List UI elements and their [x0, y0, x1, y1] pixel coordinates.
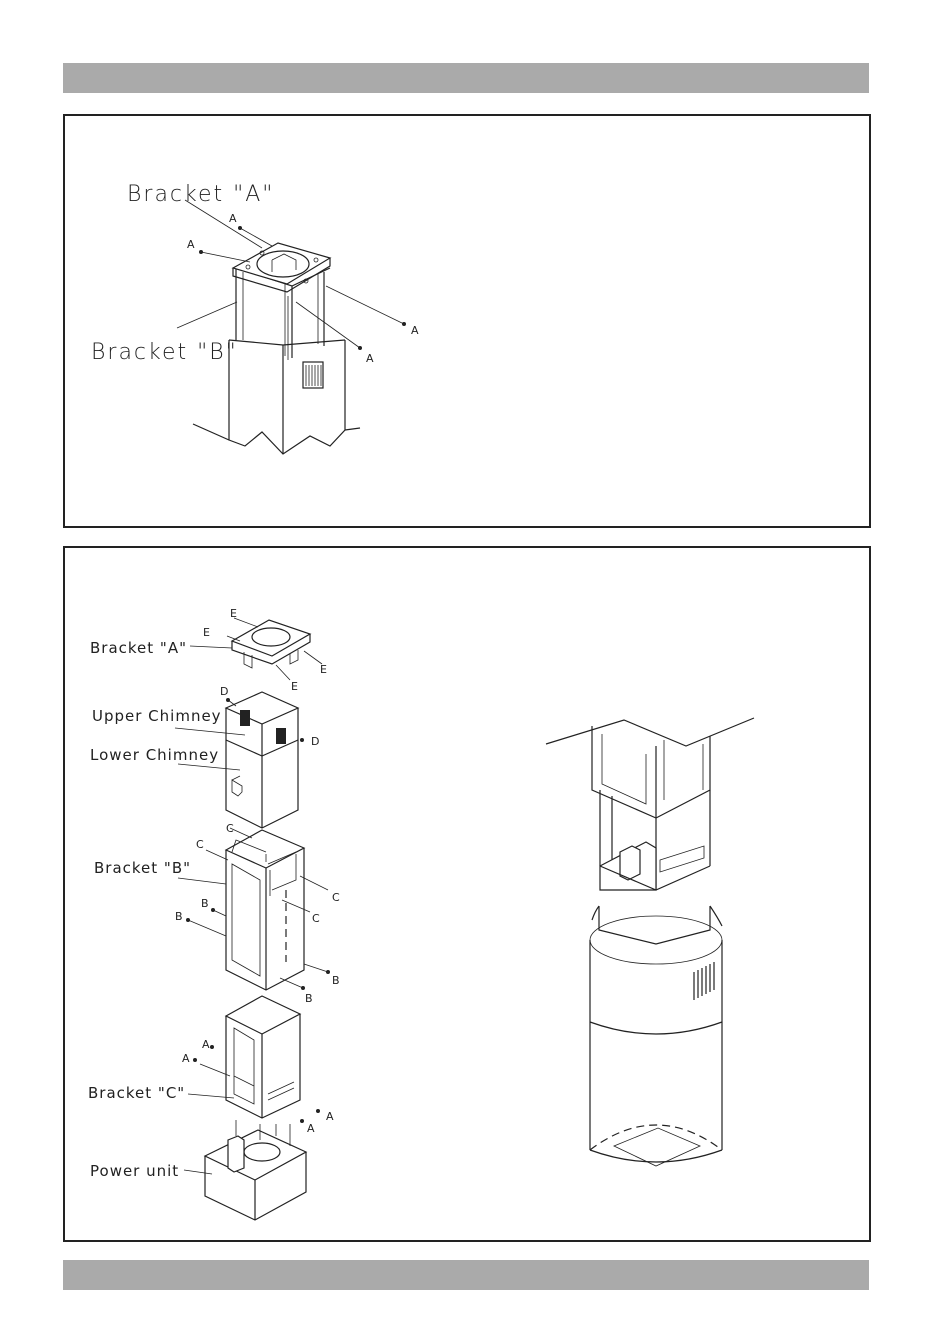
screw-letter-e: E — [320, 663, 327, 676]
screw-letter-e: E — [230, 607, 237, 620]
screw-letter-e: E — [203, 626, 210, 639]
exploded-chimney — [226, 692, 304, 828]
screw-letter-c: C — [332, 891, 340, 904]
screw-letter-d: D — [220, 685, 228, 698]
screw-letter-b: B — [305, 992, 313, 1005]
assembled-hood-view — [546, 718, 754, 1166]
exploded-bracket-a — [227, 618, 322, 680]
vent-grille — [694, 962, 714, 1000]
exploded-bracket-b — [226, 830, 304, 990]
screw-letter-a: A — [326, 1110, 334, 1123]
screw-letter-c: C — [312, 912, 320, 925]
label-bracket-a: Bracket "A" — [127, 182, 274, 207]
screw-letter-a: A — [229, 212, 237, 225]
screw-letter-e: E — [291, 680, 298, 693]
label-power-unit: Power unit — [90, 1162, 179, 1180]
screw-letter-a: A — [366, 352, 374, 365]
panel1-chimney-drawing — [177, 200, 406, 454]
screw-letter-a: A — [202, 1038, 210, 1051]
screw-letter-d: D — [311, 735, 319, 748]
label-lower-chimney: Lower Chimney — [90, 746, 219, 764]
screw-letter-b: B — [332, 974, 340, 987]
exploded-bracket-c — [226, 996, 300, 1118]
vent-grille — [303, 362, 323, 388]
screw-letter-b: B — [175, 910, 183, 923]
screw-letter-a: A — [187, 238, 195, 251]
screw-letter-a: A — [182, 1052, 190, 1065]
screw-letter-b: B — [201, 897, 209, 910]
screw-letter-c: C — [226, 822, 234, 835]
label-bracket-b: Bracket "B" — [94, 859, 191, 877]
screw-letter-a: A — [307, 1122, 315, 1135]
label-bracket-c: Bracket "C" — [88, 1084, 185, 1102]
screw-letter-a: A — [411, 324, 419, 337]
screw-letter-c: C — [196, 838, 204, 851]
label-bracket-b: Bracket "B" — [91, 340, 238, 365]
exploded-power-unit — [205, 1120, 306, 1220]
label-upper-chimney: Upper Chimney — [92, 707, 222, 725]
label-bracket-a: Bracket "A" — [90, 639, 187, 657]
